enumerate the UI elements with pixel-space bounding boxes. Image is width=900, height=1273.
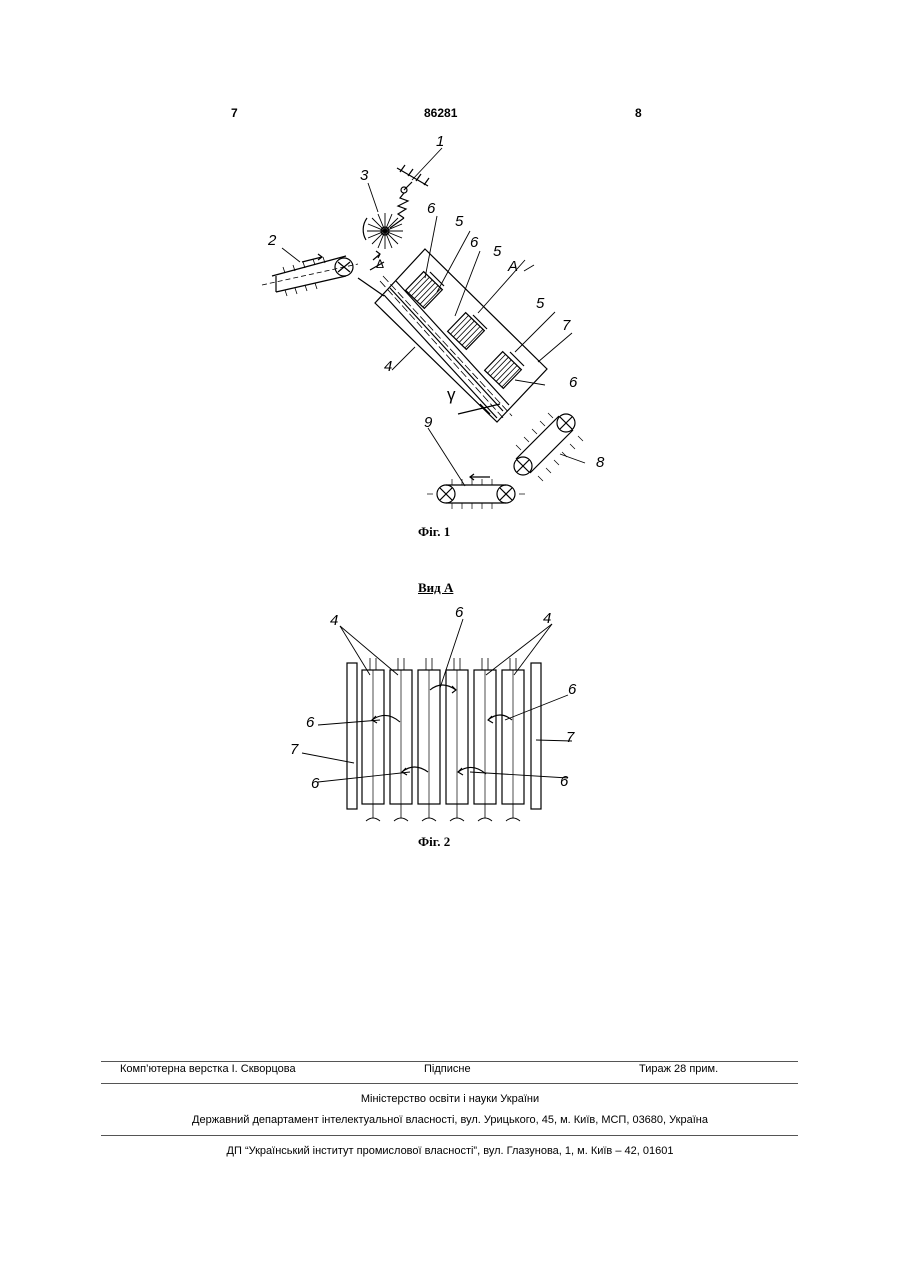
- patent-drawing: 1 3 2 6 5 6 5 A 5 7 Δ 4 6 γ 9 8: [0, 0, 900, 900]
- label-5-top: 5: [455, 213, 464, 230]
- discharge-conveyor: [514, 413, 583, 481]
- label-5-low: 5: [536, 295, 545, 312]
- layout-credit: Комп’ютерна верстка І. Скворцова: [120, 1063, 296, 1075]
- label-6-low: 6: [569, 374, 578, 391]
- brush-roller: [363, 213, 403, 249]
- label-1: 1: [436, 133, 444, 150]
- spring-mount: [390, 165, 429, 228]
- figure-2-drawing: 4 4 6 6 6 7 7 6 6: [290, 604, 577, 821]
- footer-rule-top: [101, 1061, 798, 1062]
- label-3: 3: [360, 167, 369, 184]
- label-6-left-upper: 6: [306, 714, 315, 731]
- plates: [362, 670, 524, 804]
- label-view-a: A: [507, 258, 518, 275]
- feed-conveyor: [262, 254, 358, 296]
- label-2: 2: [267, 232, 277, 249]
- label-7-left: 7: [290, 741, 299, 758]
- view-a-title: Вид А: [418, 580, 453, 596]
- circulation: Тираж 28 прим.: [639, 1063, 718, 1075]
- label-5-mid: 5: [493, 243, 502, 260]
- ministry-line: Міністерство освіти і науки України: [0, 1093, 900, 1105]
- label-6-mid: 6: [470, 234, 479, 251]
- label-6-left-lower: 6: [311, 775, 320, 792]
- horizontal-conveyor: [427, 474, 525, 509]
- footer-rule-middle: [101, 1083, 798, 1084]
- label-7-right: 7: [566, 729, 575, 746]
- label-4-right: 4: [543, 610, 551, 627]
- label-8: 8: [596, 454, 605, 471]
- label-9: 9: [424, 414, 433, 431]
- figure-2-caption: Фіг. 2: [418, 834, 450, 850]
- label-gamma: γ: [447, 385, 456, 404]
- label-6-right-lower: 6: [560, 773, 569, 790]
- label-4: 4: [384, 358, 392, 375]
- figure-1-caption: Фіг. 1: [418, 524, 450, 540]
- label-6-right-upper: 6: [568, 681, 577, 698]
- label-6-top: 6: [455, 604, 464, 621]
- signed-note: Підписне: [424, 1063, 471, 1075]
- institute-line: ДП “Український інститут промислової вла…: [0, 1145, 900, 1157]
- department-line: Державний департамент інтелектуальної вл…: [0, 1114, 900, 1126]
- figure-1-drawing: 1 3 2 6 5 6 5 A 5 7 Δ 4 6 γ 9 8: [262, 133, 605, 509]
- brush-drums: [406, 272, 524, 389]
- footer-rule-bottom: [101, 1135, 798, 1136]
- label-delta: Δ: [376, 257, 384, 271]
- label-7: 7: [562, 317, 571, 334]
- label-6-top: 6: [427, 200, 436, 217]
- label-4-left: 4: [330, 612, 338, 629]
